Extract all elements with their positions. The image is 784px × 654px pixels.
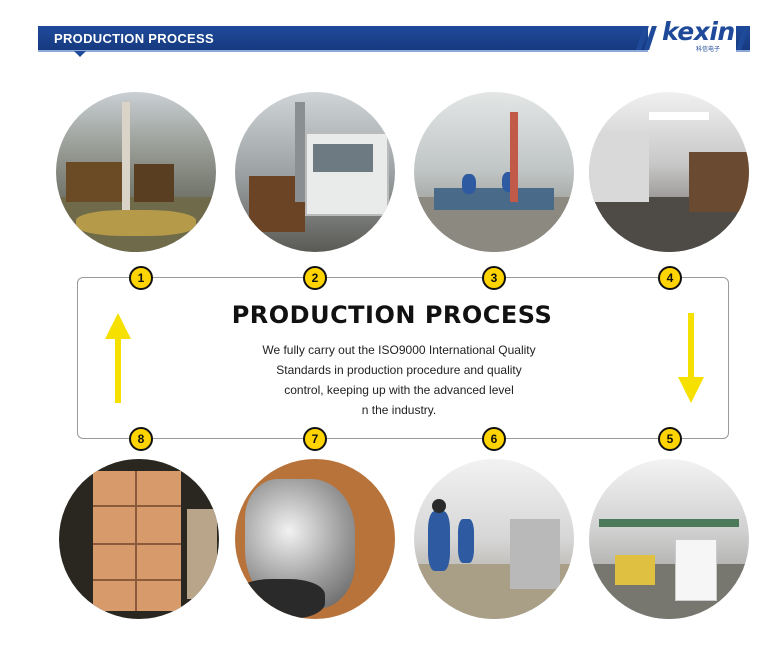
- section-header-title: PRODUCTION PROCESS: [54, 31, 214, 46]
- page-title: PRODUCTION PROCESS: [231, 301, 553, 329]
- factory-hall-photo: [589, 92, 749, 252]
- description-line: control, keeping up with the advanced le…: [284, 383, 514, 397]
- bagged-parts-photo: [235, 459, 395, 619]
- assembly-line-photo: [414, 92, 574, 252]
- description-box: [77, 277, 729, 439]
- workers-photo: [414, 459, 574, 619]
- warehouse-photo: [56, 92, 216, 252]
- header-underline: [38, 50, 750, 52]
- step-badge-4: 4: [658, 266, 682, 290]
- logo-background: [648, 18, 736, 52]
- step-badge-6: 6: [482, 427, 506, 451]
- brand-logo: kexin: [662, 17, 735, 46]
- brand-logo-subtext: 科信电子: [696, 47, 721, 53]
- step-badge-3: 3: [482, 266, 506, 290]
- step-badge-1: 1: [129, 266, 153, 290]
- step-badge-7: 7: [303, 427, 327, 451]
- header-notch: [74, 51, 86, 57]
- cnc-machine-photo: [235, 92, 395, 252]
- section-header-bar: PRODUCTION PROCESS: [38, 26, 750, 50]
- arrow-down-icon: [678, 313, 704, 403]
- description-line: n the industry.: [361, 403, 437, 417]
- description-line: Standards in production procedure and qu…: [276, 363, 522, 377]
- step-badge-5: 5: [658, 427, 682, 451]
- carton-boxes-photo: [59, 459, 219, 619]
- arrow-up-icon: [105, 313, 131, 403]
- description-line: We fully carry out the ISO9000 Internati…: [262, 343, 536, 357]
- step-badge-2: 2: [303, 266, 327, 290]
- step-badge-8: 8: [129, 427, 153, 451]
- packing-area-photo: [589, 459, 749, 619]
